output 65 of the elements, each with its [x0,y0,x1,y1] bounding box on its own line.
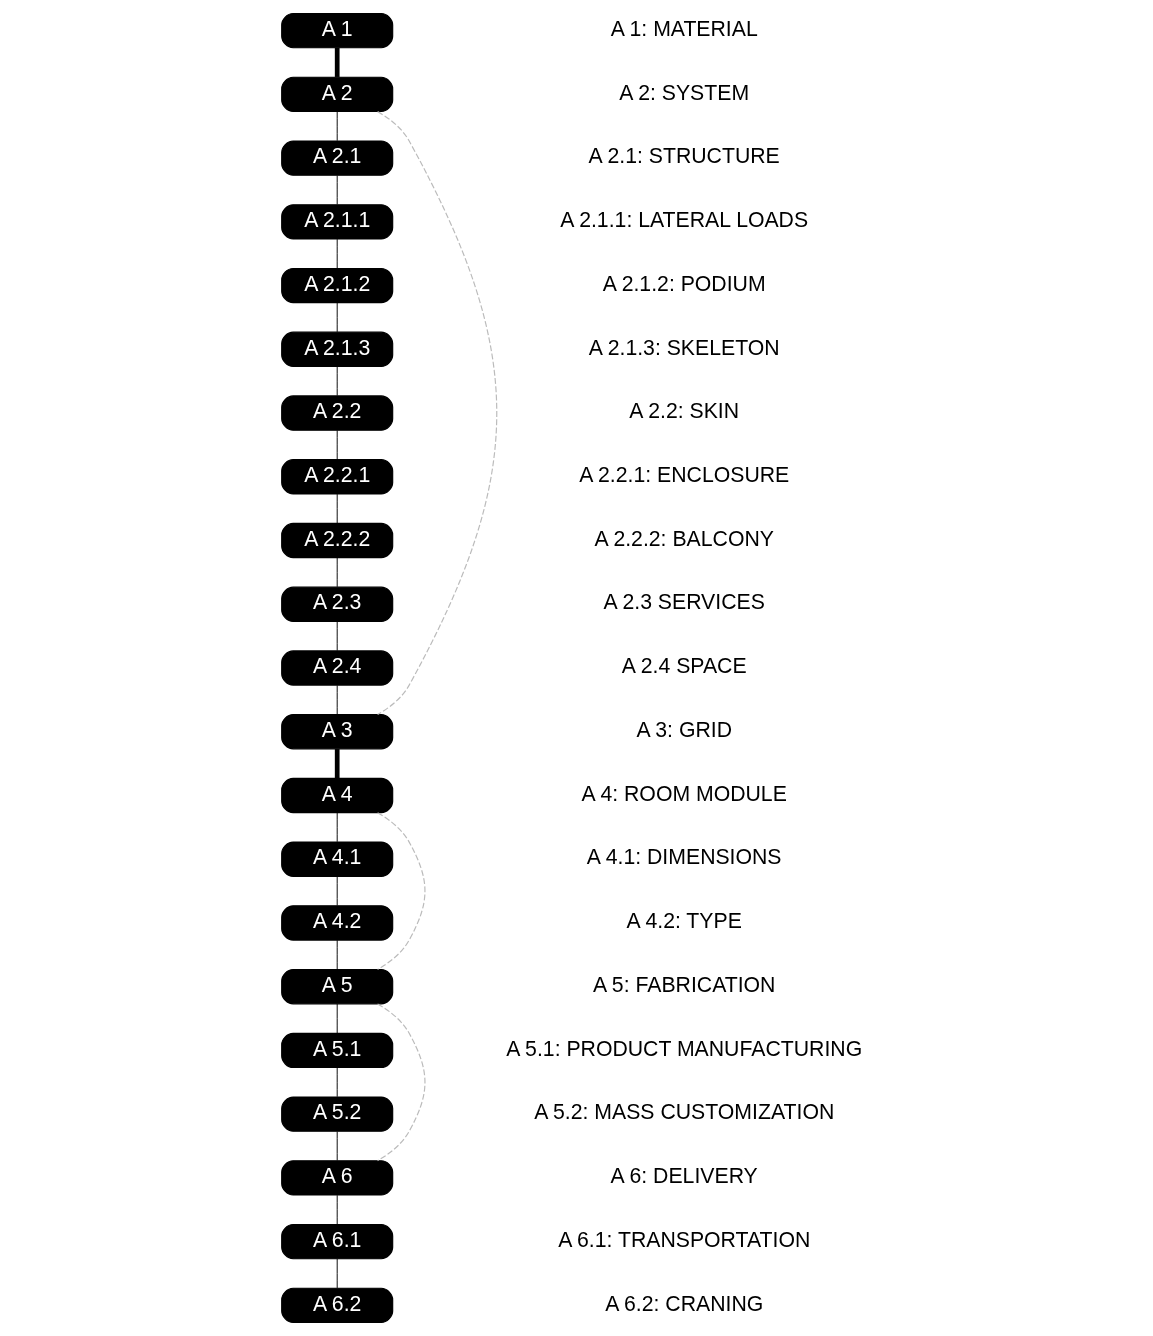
label: A 6: DELIVERY [610,1164,758,1189]
node-box: A 2.1.3 [281,331,394,367]
label: A 4: ROOM MODULE [581,781,787,806]
node-box: A 2.3 [281,586,394,622]
label: A 2.3 SERVICES [603,590,765,615]
node-box: A 4.1 [281,841,394,877]
node-box: A 2 [281,76,394,113]
node-box: A 1 [281,12,394,49]
label: A 2.2.1: ENCLOSURE [579,462,790,487]
connector [336,366,338,397]
node-box: A 4.2 [281,905,394,941]
node-box: A 2.2 [281,395,394,431]
connector [336,1131,338,1161]
connector [334,47,340,77]
connector [336,493,338,524]
connector [336,1258,338,1289]
connector [336,1067,338,1098]
connector [377,111,498,716]
label: A 2.2.2: BALCONY [594,526,774,551]
connector [336,429,338,460]
node-box: A 2.1.1 [281,204,394,240]
node-box: A 2.1 [281,140,394,176]
label: A 2: SYSTEM [619,80,750,105]
connector [336,684,338,715]
node-box: A 6.2 [281,1287,394,1324]
node-box: A 4 [281,777,394,814]
label: A 2.2: SKIN [629,399,740,424]
connector [336,557,338,588]
node-box: A 5 [281,969,394,1005]
node-box: A 2.4 [281,650,394,686]
label: A 2.1.1: LATERAL LOADS [560,208,809,233]
node-box: A 2.1.2 [281,267,394,304]
connector [336,812,338,843]
connector [336,621,338,652]
node-box: A 2.2.1 [281,459,394,495]
node-box: A 6.1 [281,1223,394,1260]
node-box: A 3 [281,714,394,750]
label: A 1: MATERIAL [610,16,758,41]
connector [334,749,340,779]
label: A 3: GRID [636,717,732,742]
label: A 6.1: TRANSPORTATION [558,1227,811,1252]
connector [377,1003,426,1162]
connector [336,939,338,970]
connector [336,302,338,333]
label: A 4.1: DIMENSIONS [586,845,782,870]
connector [336,111,338,142]
connector [336,238,338,269]
connector [336,1003,338,1034]
label: A 4.2: TYPE [626,909,742,934]
connector [377,812,426,971]
label: A 5.2: MASS CUSTOMIZATION [534,1100,835,1125]
label: A 6.2: CRANING [605,1291,764,1316]
connector [336,1194,338,1225]
label: A 2.1.3: SKELETON [588,335,780,360]
node-box: A 5.1 [281,1032,394,1069]
connector [336,876,338,906]
node-box: A 6 [281,1160,394,1196]
connector [336,174,338,205]
label: A 2.1.2: PODIUM [602,271,766,296]
label: A 2.4 SPACE [621,654,747,679]
node-box: A 2.2.2 [281,522,394,559]
label: A 2.1: STRUCTURE [588,144,780,169]
label: A 5.1: PRODUCT MANUFACTURING [506,1036,863,1061]
label: A 5: FABRICATION [592,972,776,997]
node-box: A 5.2 [281,1096,394,1132]
